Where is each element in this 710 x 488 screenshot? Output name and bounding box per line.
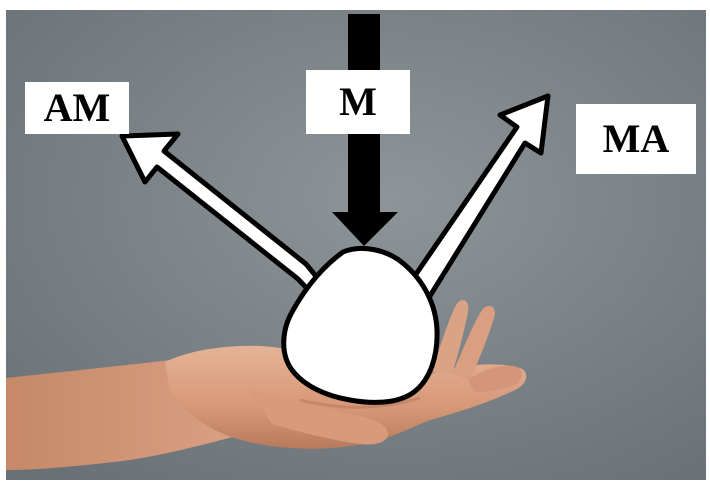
label-m: M [306,70,410,134]
label-am: AM [25,82,129,134]
label-ma: MA [576,104,696,174]
